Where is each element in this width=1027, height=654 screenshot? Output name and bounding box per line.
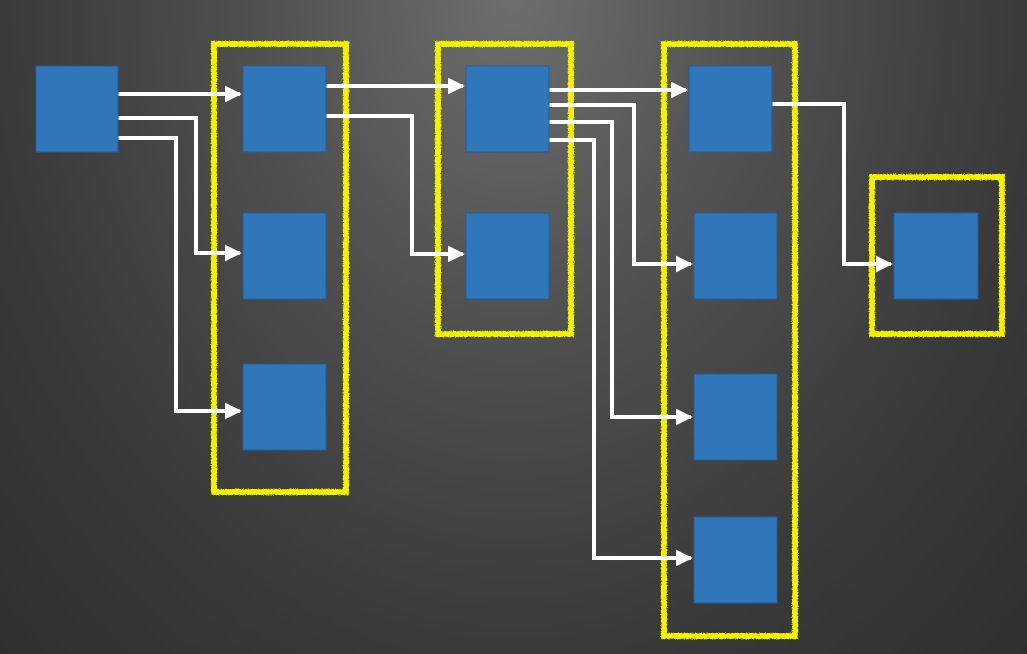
- node-l1-a: [242, 65, 327, 153]
- node-l1-b: [242, 212, 327, 300]
- node-l1-c: [242, 363, 327, 451]
- level-3-group-highlight: [661, 41, 798, 639]
- node-l4-a: [893, 212, 979, 300]
- edge-root-to-l1-c: [118, 136, 242, 420]
- node-l3-b: [693, 212, 778, 300]
- edge-l1-a-to-l2-b: [326, 114, 465, 263]
- edge-root-to-l1-b: [118, 116, 242, 262]
- node-l3-d: [693, 516, 778, 604]
- edge-l2-a-to-l3-d: [549, 138, 693, 567]
- edge-l2-a-to-l3-b: [549, 103, 693, 273]
- node-l2-b: [465, 212, 550, 300]
- level-2-group-highlight: [435, 41, 574, 337]
- edge-l2-a-to-l3-c: [549, 120, 693, 426]
- level-4-group-highlight: [869, 174, 1005, 337]
- node-l2-a: [465, 65, 550, 153]
- node-l3-c: [693, 373, 778, 461]
- node-root: [35, 65, 119, 153]
- edge-l3-a-to-l4-a: [772, 102, 893, 273]
- node-l3-a: [688, 65, 773, 153]
- level-1-group-highlight: [211, 41, 349, 495]
